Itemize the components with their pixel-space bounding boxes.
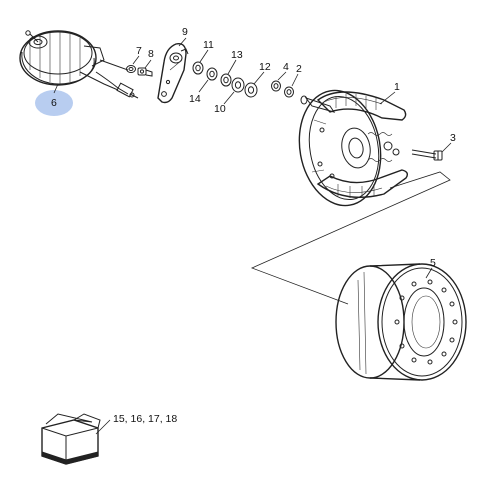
brake-chamber[interactable] xyxy=(19,30,139,116)
selected-part-highlight xyxy=(35,90,73,116)
callout-6: 6 xyxy=(51,97,57,109)
assembly-relation-lines xyxy=(250,171,451,305)
kit-box-icon[interactable] xyxy=(41,413,101,465)
callout-9: 9 xyxy=(182,26,188,38)
callout-10: 10 xyxy=(214,103,226,115)
callout-2: 2 xyxy=(296,63,302,75)
callout-13: 13 xyxy=(231,49,243,61)
callout-4: 4 xyxy=(283,61,289,73)
callout-5: 5 xyxy=(430,257,436,269)
bolt[interactable] xyxy=(411,149,443,161)
brake-drum[interactable] xyxy=(335,263,467,381)
leader-lines xyxy=(53,37,452,435)
callout-3: 3 xyxy=(450,132,456,144)
slack-adjuster[interactable] xyxy=(157,43,189,104)
callout-labels: 6 7 8 9 11 13 14 10 12 4 2 1 3 5 15, 16,… xyxy=(51,26,456,425)
callout-12: 12 xyxy=(259,61,271,73)
callout-7: 7 xyxy=(136,45,142,57)
callout-14: 14 xyxy=(189,93,201,105)
callout-8: 8 xyxy=(148,48,154,60)
washer-stack[interactable] xyxy=(192,61,294,98)
callout-11: 11 xyxy=(203,39,214,51)
callout-kit: 15, 16, 17, 18 xyxy=(113,413,177,425)
brake-shoe-assembly[interactable] xyxy=(291,84,409,212)
clevis-parts[interactable] xyxy=(126,65,153,77)
callout-1: 1 xyxy=(394,81,400,93)
